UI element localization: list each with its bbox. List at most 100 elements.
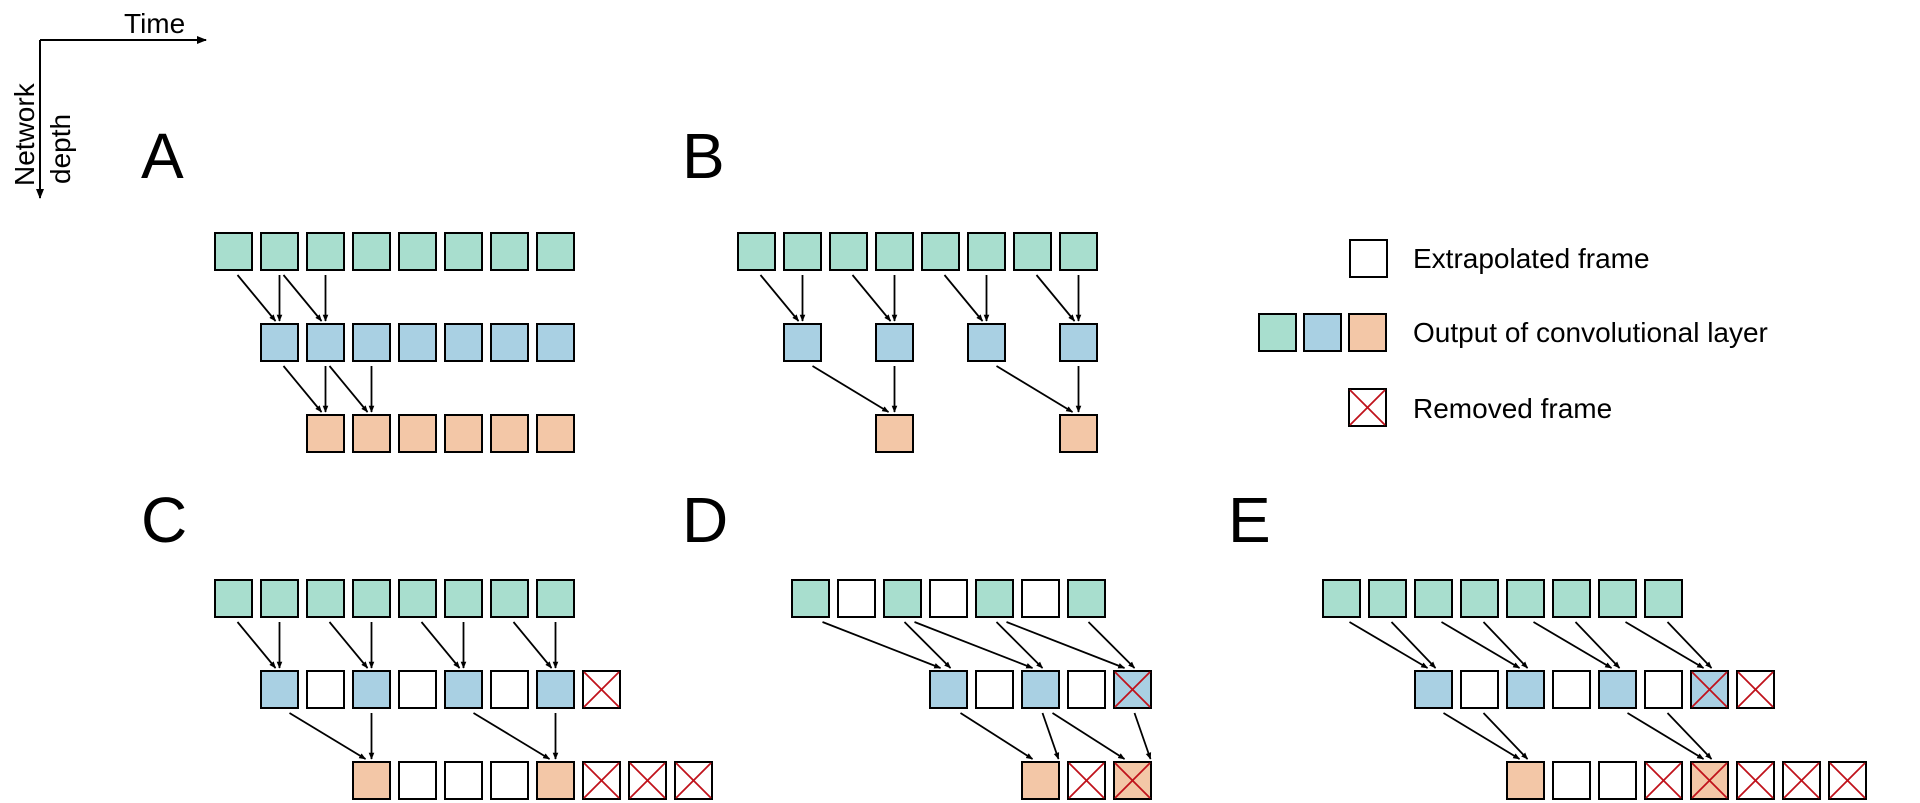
panel-label-a: A — [141, 120, 184, 192]
panel-label-d: D — [682, 484, 728, 556]
connection-arrow — [1625, 621, 1705, 669]
connection-arrow — [1087, 621, 1136, 669]
frame-blue — [352, 670, 391, 709]
connection-arrow — [1052, 712, 1126, 760]
frame-green — [737, 232, 776, 271]
frame-green — [490, 579, 529, 618]
frame-blue — [260, 670, 299, 709]
removed-cross-line — [1737, 762, 1774, 799]
connection-arrow — [914, 621, 1034, 669]
connection-arrow — [328, 621, 369, 669]
connection-arrow — [851, 274, 892, 322]
frame-extrapolated — [1598, 761, 1637, 800]
frame-orange — [398, 414, 437, 453]
frame-blue — [929, 670, 968, 709]
connection-arrow — [903, 621, 952, 669]
frame-green — [783, 232, 822, 271]
frame-orange — [490, 414, 529, 453]
frame-green — [967, 232, 1006, 271]
removed-cross-line — [1645, 762, 1682, 799]
frame-extrapolated — [306, 670, 345, 709]
frame-green — [829, 232, 868, 271]
removed-cross-line — [1691, 671, 1728, 708]
frame-extrapolated — [1021, 579, 1060, 618]
removed-cross-line — [1068, 762, 1105, 799]
frame-green — [1506, 579, 1545, 618]
panel-e — [1322, 579, 1867, 800]
panel-label-e: E — [1228, 484, 1271, 556]
frame-extrapolated — [398, 761, 437, 800]
legend-label-extrapolated: Extrapolated frame — [1413, 243, 1650, 274]
connection-arrow — [1390, 621, 1437, 669]
connection-arrow — [1666, 621, 1713, 669]
connection-arrow — [236, 274, 277, 322]
frame-green — [1644, 579, 1683, 618]
removed-cross-line — [629, 762, 666, 799]
legend-swatch-green — [1258, 313, 1297, 352]
frame-green — [1552, 579, 1591, 618]
frame-blue — [1506, 670, 1545, 709]
connection-arrow — [236, 621, 277, 669]
frame-green — [1067, 579, 1106, 618]
frame-extrapolated — [1552, 761, 1591, 800]
frame-blue — [783, 323, 822, 362]
frame-orange — [352, 761, 391, 800]
connection-arrow — [812, 365, 890, 413]
panel-d — [791, 579, 1152, 800]
connection-arrow — [1349, 621, 1429, 669]
frame-blue — [306, 323, 345, 362]
legend-swatch-extrapolated — [1349, 239, 1388, 278]
frame-green — [444, 232, 483, 271]
connection-arrow — [1035, 274, 1076, 322]
panel-label-b: B — [682, 120, 725, 192]
legend: Extrapolated frame Output of convolution… — [1258, 239, 1768, 427]
frame-green — [260, 232, 299, 271]
connection-arrow — [282, 274, 323, 322]
frame-green — [536, 579, 575, 618]
connection-arrow — [1443, 712, 1521, 760]
connection-arrow — [1627, 712, 1705, 760]
frame-blue — [1059, 323, 1098, 362]
frame-green — [875, 232, 914, 271]
frame-extrapolated — [444, 761, 483, 800]
frame-green — [1013, 232, 1052, 271]
connection-arrow — [960, 712, 1034, 760]
connection-arrow — [289, 712, 367, 760]
frame-green — [536, 232, 575, 271]
frame-green — [1368, 579, 1407, 618]
legend-label-removed: Removed frame — [1413, 393, 1612, 424]
frame-extrapolated — [1644, 670, 1683, 709]
frame-blue — [444, 670, 483, 709]
connection-arrow — [512, 621, 553, 669]
connection-arrow — [1482, 712, 1529, 760]
removed-cross-line — [583, 671, 620, 708]
connection-arrow — [759, 274, 800, 322]
panel-c — [214, 579, 713, 800]
frame-green — [214, 579, 253, 618]
frame-blue — [1598, 670, 1637, 709]
connection-arrow — [1133, 712, 1152, 760]
frame-green — [398, 232, 437, 271]
depth-axis-label-line1: Network — [9, 82, 40, 186]
removed-cross-line — [583, 762, 620, 799]
removed-cross-line — [675, 762, 712, 799]
connection-arrow — [1482, 621, 1529, 669]
frame-green — [306, 232, 345, 271]
legend-swatch-blue — [1303, 313, 1342, 352]
legend-swatch-orange — [1348, 313, 1387, 352]
frame-green — [214, 232, 253, 271]
frame-green — [883, 579, 922, 618]
removed-cross-line — [1829, 762, 1866, 799]
connection-arrow — [328, 365, 369, 413]
connection-arrow — [995, 621, 1044, 669]
frame-orange — [306, 414, 345, 453]
frame-blue — [967, 323, 1006, 362]
frame-blue — [444, 323, 483, 362]
frame-green — [352, 232, 391, 271]
frame-orange — [1059, 414, 1098, 453]
frame-extrapolated — [929, 579, 968, 618]
connection-arrow — [282, 365, 323, 413]
frame-orange — [444, 414, 483, 453]
connection-arrow — [420, 621, 461, 669]
